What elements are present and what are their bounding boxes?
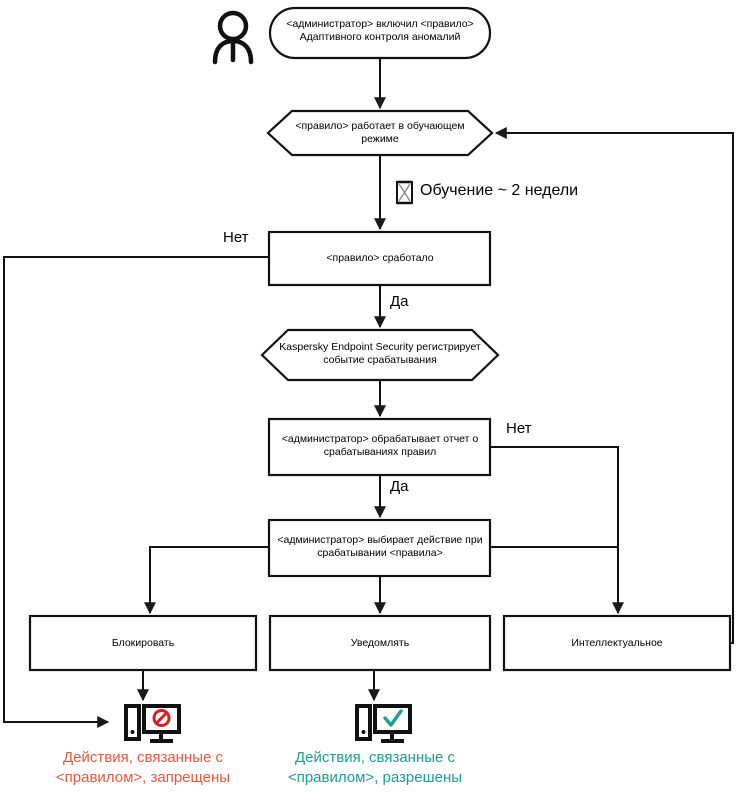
person-icon <box>212 10 254 65</box>
node-kes-registers-shape <box>260 328 500 382</box>
node-learning-mode-shape <box>266 109 494 157</box>
node-rule-triggered-shape <box>267 230 492 287</box>
edge-label-yes-triggered: Да <box>390 293 409 310</box>
monitor-prohibited-icon <box>124 704 181 743</box>
connector-action-to-block <box>144 546 269 615</box>
edge-label-no-report: Нет <box>506 420 532 437</box>
connector-triggered-no-loop <box>3 256 269 728</box>
edge-label-no-triggered: Нет <box>223 229 249 246</box>
node-block-shape <box>28 614 258 672</box>
node-admin-action-shape <box>267 518 492 578</box>
node-start-shape <box>268 6 492 60</box>
node-notify-shape <box>268 614 492 672</box>
connector-report-no-to-smart <box>490 446 624 615</box>
outcome-blocked-label: Действия, связанные с <правилом>, запрещ… <box>55 749 231 786</box>
training-note-label: Обучение ~ 2 недели <box>420 182 579 199</box>
node-admin-report-shape <box>267 417 492 477</box>
node-smart-shape <box>502 614 732 672</box>
outcome-allowed-label: Действия, связанные с <правилом>, разреш… <box>287 749 463 786</box>
connector-smart-feedback-loop <box>494 127 734 644</box>
monitor-check-icon <box>355 704 412 743</box>
hourglass-icon <box>396 180 413 205</box>
edge-label-yes-report: Да <box>390 478 409 495</box>
